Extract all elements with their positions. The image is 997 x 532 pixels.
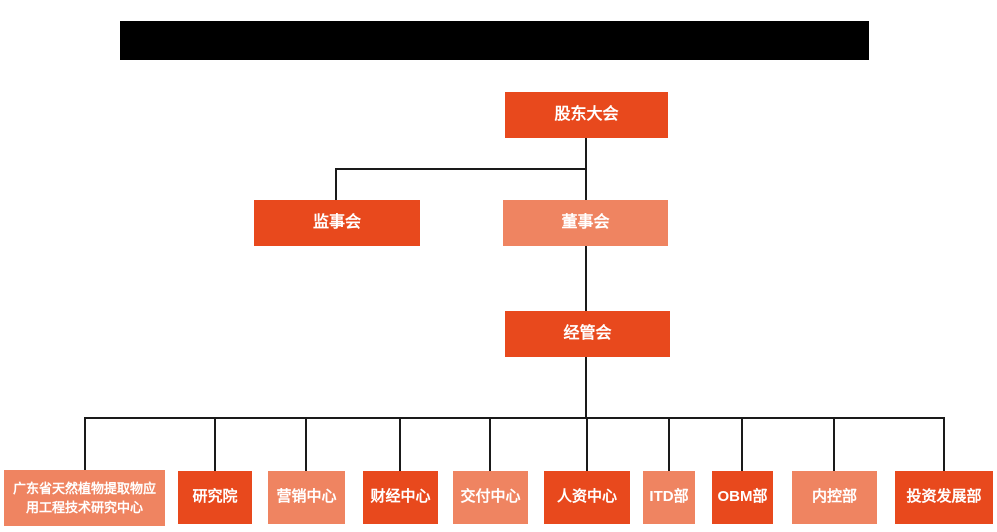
node-dept-finance-center: 财经中心 [363, 471, 438, 524]
node-label: 财经中心 [370, 488, 431, 506]
node-label: 内控部 [811, 488, 857, 506]
node-dept-research-institute: 研究院 [178, 471, 252, 524]
node-label: 董事会 [561, 214, 610, 232]
node-label: 交付中心 [460, 488, 521, 506]
node-dept-internal-control: 内控部 [792, 471, 877, 524]
node-label: 广东省天然植物提取物应用工程技术研究中心 [12, 480, 156, 516]
node-dept-research-center: 广东省天然植物提取物应用工程技术研究中心 [4, 470, 165, 526]
node-label: 人资中心 [556, 488, 617, 506]
node-label: 投资发展部 [906, 488, 982, 506]
node-label: 经管会 [563, 325, 612, 343]
node-dept-hr-center: 人资中心 [544, 471, 630, 524]
node-management-committee: 经管会 [505, 311, 670, 357]
node-label: 研究院 [192, 488, 238, 506]
node-label: OBM部 [717, 488, 768, 506]
node-label: 股东大会 [554, 106, 619, 124]
node-label: 监事会 [312, 214, 361, 232]
node-dept-delivery-center: 交付中心 [453, 471, 528, 524]
node-shareholders-meeting: 股东大会 [505, 92, 668, 138]
node-label: ITD部 [649, 488, 689, 506]
redacted-title-bar [120, 21, 869, 60]
node-dept-investment-development: 投资发展部 [895, 471, 993, 524]
node-dept-marketing-center: 营销中心 [268, 471, 345, 524]
node-label: 营销中心 [276, 488, 337, 506]
node-board-of-directors: 董事会 [503, 200, 668, 246]
node-supervisory-board: 监事会 [254, 200, 420, 246]
node-dept-itd: ITD部 [643, 471, 695, 524]
node-dept-obm: OBM部 [712, 471, 773, 524]
